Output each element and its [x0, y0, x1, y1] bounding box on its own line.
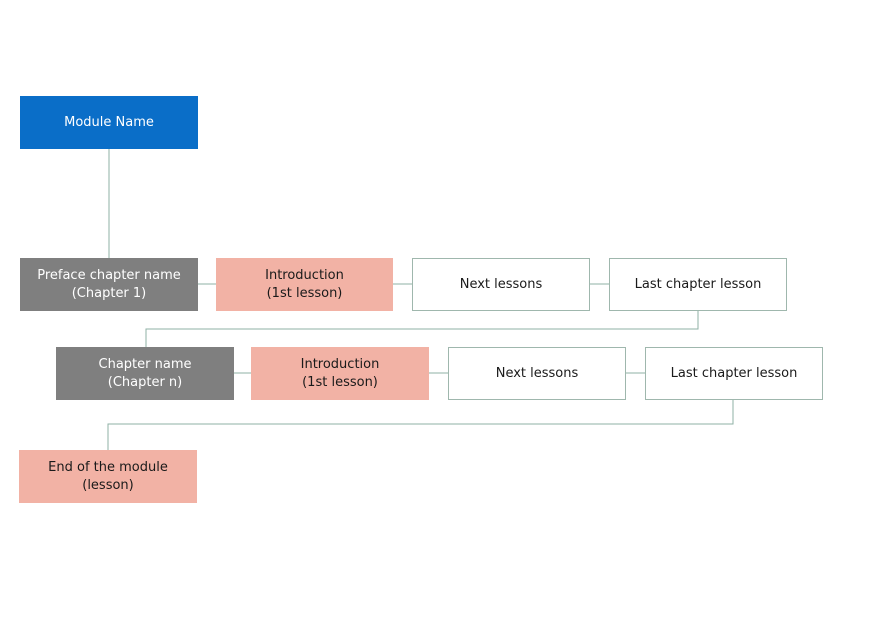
chapter-n-sublabel: (Chapter n): [107, 374, 183, 390]
module-name-node: Module Name: [20, 96, 198, 149]
end-of-module-label: End of the module: [48, 459, 168, 475]
connector-row1-to-row2: [145, 311, 699, 347]
preface-next-lessons-node: Next lessons: [412, 258, 590, 311]
end-of-module-sublabel: (lesson): [82, 477, 134, 493]
chapter-introduction-node: Introduction (1st lesson): [251, 347, 429, 400]
preface-chapter-sublabel: (Chapter 1): [71, 285, 147, 301]
chapter-last-lesson-label: Last chapter lesson: [670, 365, 798, 381]
end-of-module-node: End of the module (lesson): [19, 450, 197, 503]
preface-last-lesson-node: Last chapter lesson: [609, 258, 787, 311]
preface-introduction-label: Introduction: [265, 267, 344, 283]
chapter-last-lesson-node: Last chapter lesson: [645, 347, 823, 400]
preface-introduction-node: Introduction (1st lesson): [216, 258, 393, 311]
chapter-n-label: Chapter name: [98, 356, 192, 372]
preface-chapter-node: Preface chapter name (Chapter 1): [20, 258, 198, 311]
preface-chapter-label: Preface chapter name: [37, 267, 181, 283]
chapter-introduction-sublabel: (1st lesson): [302, 374, 378, 390]
chapter-introduction-label: Introduction: [300, 356, 380, 372]
chapter-next-lessons-node: Next lessons: [448, 347, 626, 400]
chapter-next-lessons-label: Next lessons: [495, 365, 579, 381]
preface-last-lesson-label: Last chapter lesson: [634, 276, 762, 292]
preface-introduction-sublabel: (1st lesson): [266, 285, 343, 301]
preface-next-lessons-label: Next lessons: [459, 276, 543, 292]
chapter-n-node: Chapter name (Chapter n): [56, 347, 234, 400]
module-name-label: Module Name: [64, 114, 154, 130]
connector-row2-to-end: [107, 400, 734, 450]
